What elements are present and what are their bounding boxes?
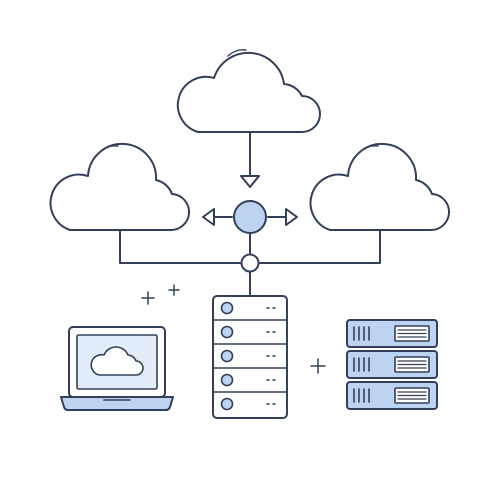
connector-left-cloud [119, 229, 241, 264]
connector-right-cloud [259, 229, 381, 264]
status-light [220, 325, 234, 339]
status-light [220, 373, 234, 387]
arrow-icon [202, 208, 215, 226]
rack-server-icon [346, 319, 438, 410]
arrow-icon [285, 208, 298, 226]
status-light [220, 397, 234, 411]
cloud-icon [176, 49, 321, 133]
connector-lines [119, 131, 381, 297]
cloud-icon [90, 346, 144, 376]
sparkle-icon [310, 358, 326, 374]
status-light [220, 301, 234, 315]
junction-node-icon [240, 253, 260, 273]
status-light [220, 349, 234, 363]
server-tower-icon [212, 295, 288, 419]
sparkle-icon [168, 284, 180, 296]
laptop-icon [60, 326, 174, 411]
cloud-icon [309, 142, 451, 232]
arrow-icon [240, 175, 260, 188]
central-hub-icon [233, 200, 267, 234]
sparkle-icon [141, 291, 155, 305]
cloud-icon [49, 142, 191, 232]
